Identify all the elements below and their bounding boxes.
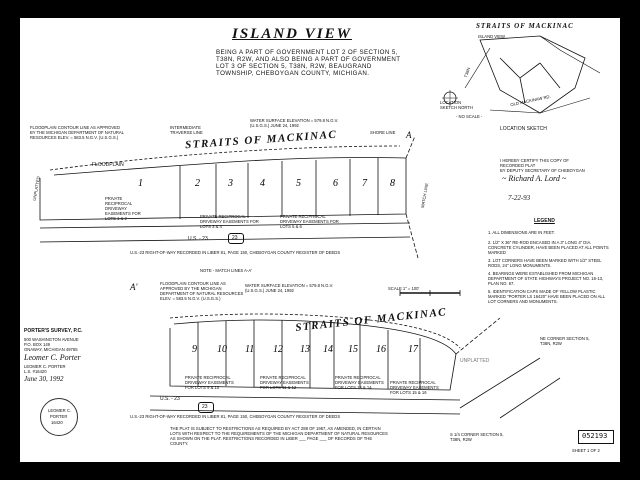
document-number: 052193 [582,432,608,440]
lower-unplatted: UNPLATTED [460,358,490,364]
seal-line-2: PORTER [50,414,68,419]
lower-right-of-way: U.S.-23 RIGHT-OF-WAY RECORDED IN LIBER 8… [130,414,341,419]
lot-16: 16 [376,344,386,355]
surveyor-date: June 30, 1992 [24,375,64,383]
legend-item-1: 1. ALL DIMENSIONS ARE IN FEET. [488,230,555,235]
lot-4: 4 [260,178,265,189]
upper-section-line-a: A [406,130,412,140]
lot-14: 14 [323,344,333,355]
certify-date: 7-22-93 [508,194,531,202]
lot-1: 1 [138,178,143,189]
location-sketch-north: LOCATION SKETCH NORTH [440,100,473,110]
location-no-scale: - NO SCALE - [456,114,483,119]
upper-contour-note: FLOODPLAIN CONTOUR LINE AS APPROVED BY T… [30,125,124,140]
lot-12: 12 [273,344,283,355]
legend-item-5: 5. IDENTIFICATION CAPS MADE OF YELLOW PL… [488,289,605,304]
surveyor-name: LEOMER C. PORTER [24,364,66,369]
certify-line-1: I HEREBY CERTIFY THIS COPY OF [500,158,569,163]
plat-title: ISLAND VIEW [232,26,352,42]
upper-highway: U.S. - 23 [188,236,208,242]
lot-2: 2 [195,178,200,189]
location-sketch-caption: LOCATION SKETCH [500,126,547,132]
upper-water-surface: WATER SURFACE ELEVATION = 579.8 N.G.V. (… [250,118,339,128]
certify-line-2: RECORDED PLAT [500,163,536,168]
lower-water-surface: WATER SURFACE ELEVATION = 579.8 N.G.V. (… [245,283,334,293]
legend-title: LEGEND [534,218,555,224]
surveyor-address-1: 500 WASHINGTON AVENUE [24,337,79,342]
certify-line-3: BY DEPUTY SECRETARY OF CHEBOYGAN [500,168,585,173]
location-sketch: STRAITS OF MACKINAC ISLAND VIEW T38N OLD… [440,22,610,132]
lower-contour-note: FLOODPLAIN CONTOUR LINE AS APPROVED BY T… [160,281,244,301]
legend-item-2: 2. 1/2" X 36" RE-ROD ENCASED IN A 3" LON… [488,240,609,255]
location-sketch-title: STRAITS OF MACKINAC [476,22,574,30]
lot-11: 11 [245,344,255,355]
lot-6: 6 [333,178,338,189]
bottom-restriction-note: THE PLAT IS SUBJECT TO RESTRICTIONS AS R… [170,426,388,446]
document-number-box: 052193 [578,430,614,444]
lower-highway: U.S. - 23 [160,396,180,402]
lot-17: 17 [408,344,418,355]
sw-corner-note: S 1/4 CORNER SECTION 5, T38N, R2W [450,432,504,442]
seal-line-1: LEOMER C. [48,408,72,413]
lot-13: 13 [300,344,310,355]
plat-linework [39,35,601,419]
upper-shore-line: SHORE LINE [370,130,396,135]
plat-sheet: ISLAND VIEW BEING A PART OF GOVERNMENT L… [20,18,620,462]
upper-easement-2: PRIVATE RECIPROCAL DRIVEWAY EASEMENTS FO… [200,214,259,229]
lot-7: 7 [362,178,367,189]
lot-5: 5 [296,178,301,189]
upper-highway-shield-number: 23 [232,235,238,241]
surveyor-block: PORTER'S SURVEY, P.C. 500 WASHINGTON AVE… [24,328,124,388]
upper-intermediate-traverse: INTERMEDIATE TRAVERSE LINE [170,125,203,135]
location-island-view: ISLAND VIEW [478,34,505,39]
upper-right-of-way: U.S.-23 RIGHT-OF-WAY RECORDED IN LIBER 8… [130,250,341,255]
certification-stamp: I HEREBY CERTIFY THIS COPY OF RECORDED P… [500,158,585,208]
seal-line-3: 16420 [51,420,63,425]
certify-signature: ~ Richard A. Lord ~ [502,174,567,183]
ne-corner-note: NE CORNER SECTION 5, T38N, R2W [540,336,590,346]
surveyor-signature: Leomer C. Porter [24,353,81,362]
surveyor-seal: LEOMER C. PORTER 16420 [40,398,78,436]
surveyor-license: L.S. #16420 [24,369,47,374]
upper-easement-3: PRIVATE RECIPROCAL DRIVEWAY EASEMENTS FO… [280,214,339,229]
surveyor-company: PORTER'S SURVEY, P.C. [24,328,83,334]
lot-8: 8 [390,178,395,189]
lower-highway-shield-number: 23 [202,404,208,410]
lower-highway-shield: 23 [198,402,214,413]
lower-easement-3: PRIVATE RECIPROCAL DRIVEWAY EASEMENTS FO… [335,375,384,390]
lot-15: 15 [348,344,358,355]
legend-item-4: 4. BEARINGS WERE ESTABLISHED FROM MICHIG… [488,271,604,286]
surveyor-city: ONAWAY, MICHIGAN 49765 [24,347,78,352]
plat-description: BEING A PART OF GOVERNMENT LOT 2 OF SECT… [216,49,401,77]
upper-floodplain-label: FLOODPLAIN [92,162,124,168]
match-note: NOTE - MATCH LINES A-A' [200,268,252,273]
legend-item-3: 3. LOT CORNERS HAVE BEEN MARKED WITH 1/2… [488,258,602,268]
lower-easement-4: PRIVATE RECIPROCAL DRIVEWAY EASEMENTS FO… [390,380,439,395]
lot-3: 3 [228,178,233,189]
lot-10: 10 [217,344,227,355]
lot-9: 9 [192,344,197,355]
upper-highway-shield: 23 [228,233,244,244]
scale-label: SCALE 1" = 100' [388,286,420,291]
sheet-number: SHEET 1 OF 2 [572,448,600,453]
lower-easement-1: PRIVATE RECIPROCAL DRIVEWAY EASEMENTS FO… [185,375,234,390]
lower-section-line-a-prime: A' [130,282,138,292]
surveyor-address-2: P.O. BOX 149 [24,342,50,347]
